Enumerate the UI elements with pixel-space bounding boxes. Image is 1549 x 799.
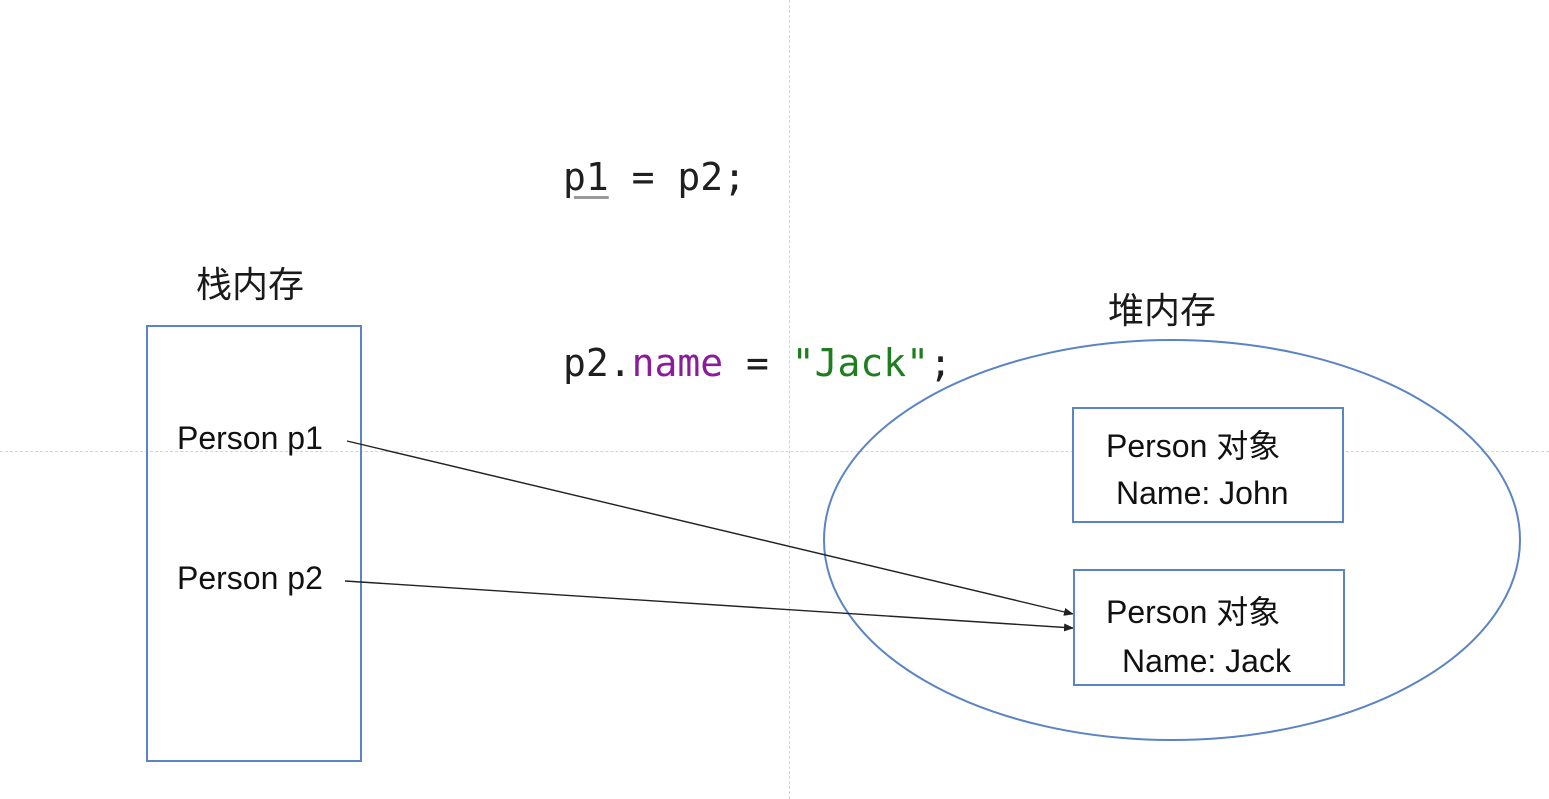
code-line-1: p1 = p2; xyxy=(563,146,952,208)
vertical-guide-line xyxy=(789,0,790,799)
stack-var-p2: Person p2 xyxy=(177,560,323,596)
heap-memory-title: 堆内存 xyxy=(1108,291,1217,332)
object-title: Person 对象 xyxy=(1106,594,1281,630)
object-title: Person 对象 xyxy=(1106,428,1281,464)
stack-memory-title: 栈内存 xyxy=(196,265,305,306)
code-snippet: p1 = p2; p2.name = "Jack"; xyxy=(563,22,952,456)
object-name-field: Name: John xyxy=(1116,475,1289,511)
object-name-field: Name: Jack xyxy=(1122,643,1291,679)
code-equals-token: = xyxy=(723,341,792,385)
reference-arrow-p1 xyxy=(346,440,1074,616)
code-string-literal: "Jack" xyxy=(791,341,930,385)
code-p1-token: p1 xyxy=(563,155,609,199)
heap-object-jack: Person 对象 Name: Jack xyxy=(1073,569,1345,686)
stack-var-p1: Person p1 xyxy=(177,420,323,456)
reference-arrow-p2 xyxy=(344,580,1074,632)
code-semicolon: ; xyxy=(929,341,952,385)
horizontal-guide-line xyxy=(0,451,1549,452)
stack-memory-box xyxy=(146,325,362,762)
heap-memory-ellipse xyxy=(823,339,1521,741)
code-p2-token: p2. xyxy=(563,341,632,385)
heap-object-john: Person 对象 Name: John xyxy=(1072,407,1344,523)
code-assign-rest: = p2; xyxy=(608,155,747,199)
code-line-2: p2.name = "Jack"; xyxy=(563,332,952,394)
code-field-token: name xyxy=(631,341,724,385)
